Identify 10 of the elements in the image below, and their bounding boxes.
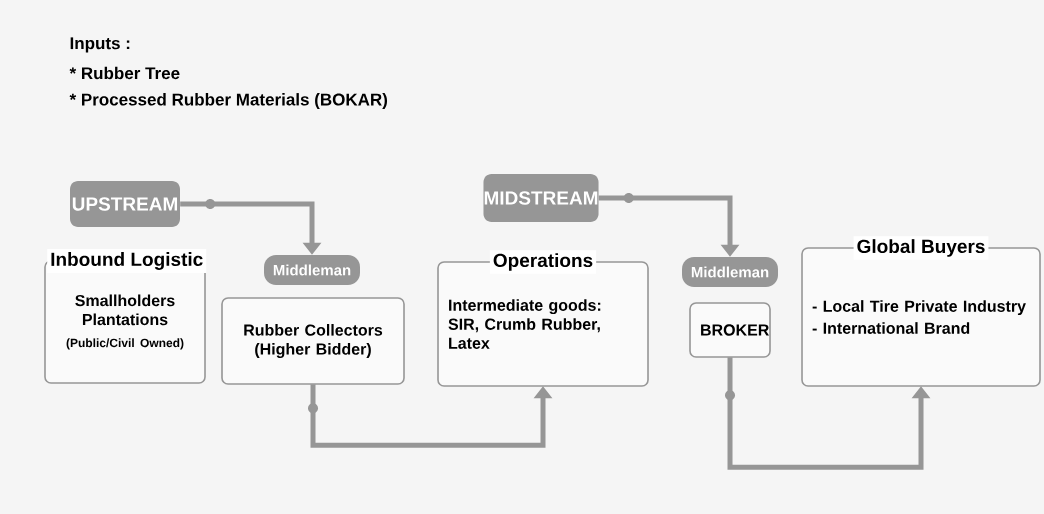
stage-tag: MIDSTREAM [483,174,599,222]
process-box: Global Buyers - Local Tire Private Industry - International Brand [801,236,1041,387]
stage-tag: UPSTREAM [70,181,180,227]
process-box: Operations Intermediate goods: SIR, Crumb Rubber, Latex [437,250,649,387]
process-box: Rubber Collectors (Higher Bidder) [221,297,405,385]
input-text: Inputs : [70,37,130,53]
input-text: * Processed Rubber Materials (BOKAR) [69,93,387,109]
process-box: Inbound Logistic Smallholders Plantations (Public/Civil Owned) [44,249,207,384]
input-text: * Rubber Tree [69,66,180,80]
broker-box: BROKER [689,302,771,358]
